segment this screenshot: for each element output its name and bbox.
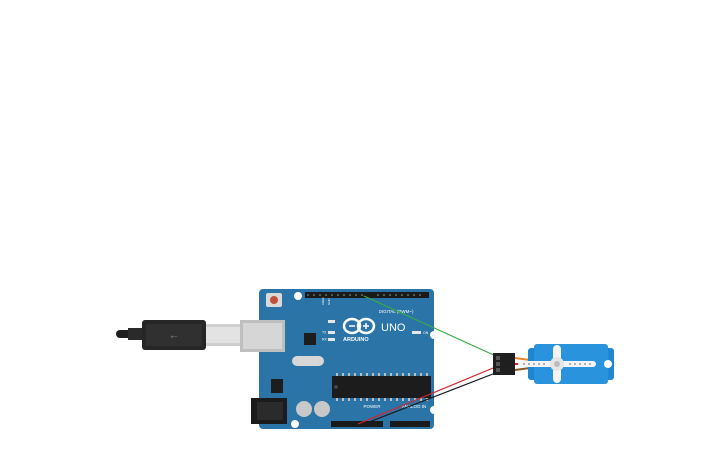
usb-cable-strain-relief xyxy=(128,328,144,340)
led-rx xyxy=(328,338,335,341)
on-label: ON xyxy=(423,331,429,335)
servo-lead-ground xyxy=(514,367,531,371)
analog-label: ANALOG IN xyxy=(402,404,427,409)
usb-icon: ⭠ xyxy=(170,331,177,341)
crystal-oscillator xyxy=(292,356,324,366)
power-label: POWER xyxy=(363,404,381,409)
gnd-label: GND xyxy=(327,298,331,306)
usb-metal-connector-inner xyxy=(206,327,240,343)
capacitor xyxy=(314,401,330,417)
board-brand-label: ARDUINO xyxy=(343,337,369,343)
digital-header-pins xyxy=(307,294,421,296)
servo-mount-hole xyxy=(604,360,612,368)
mounting-hole xyxy=(294,292,302,300)
atmega-chip xyxy=(332,376,431,398)
connector-pin xyxy=(496,356,500,360)
rx-label: RX xyxy=(322,338,328,342)
ground-wire[interactable] xyxy=(363,371,499,425)
board-model-label: UNO xyxy=(381,322,406,334)
mounting-hole xyxy=(430,406,438,414)
power-jack-inner xyxy=(257,402,283,420)
atmega-pins xyxy=(336,373,428,401)
digital-header[interactable] xyxy=(305,292,429,298)
usb-socket-inner xyxy=(243,323,282,349)
led-tx xyxy=(328,331,335,334)
led-l xyxy=(328,320,335,323)
analog-header[interactable] xyxy=(390,421,430,427)
reset-button-cap xyxy=(270,296,278,304)
servo-lead-signal xyxy=(514,357,531,361)
arduino-uno-board[interactable]: AREF GND DIGITAL (PWM~) UNO ARDUINO TX R… xyxy=(240,289,438,429)
aref-label: AREF xyxy=(321,297,325,305)
connector-pin xyxy=(496,362,500,366)
servo-horn-holes xyxy=(523,363,591,365)
digital-label: DIGITAL (PWM~) xyxy=(379,309,414,314)
signal-wire[interactable] xyxy=(363,295,499,358)
chip-notch xyxy=(334,385,338,389)
capacitor xyxy=(296,401,312,417)
led-on xyxy=(412,331,421,334)
servo-hub-screw xyxy=(554,361,560,367)
power-header[interactable] xyxy=(331,421,383,427)
mounting-hole xyxy=(291,420,299,428)
arduino-logo-icon xyxy=(342,317,376,335)
power-wire[interactable] xyxy=(357,365,499,425)
connector-pin xyxy=(496,368,500,372)
usb-plug-grip xyxy=(146,324,202,346)
regulator-chip xyxy=(271,379,283,393)
servo-motor[interactable] xyxy=(518,344,614,384)
usb-chip xyxy=(304,333,316,345)
usb-cable[interactable]: ⭠ xyxy=(116,320,240,350)
servo-connector[interactable] xyxy=(493,353,531,375)
servo-horn[interactable] xyxy=(518,345,596,383)
mounting-hole xyxy=(430,331,438,339)
tx-label: TX xyxy=(322,331,327,335)
